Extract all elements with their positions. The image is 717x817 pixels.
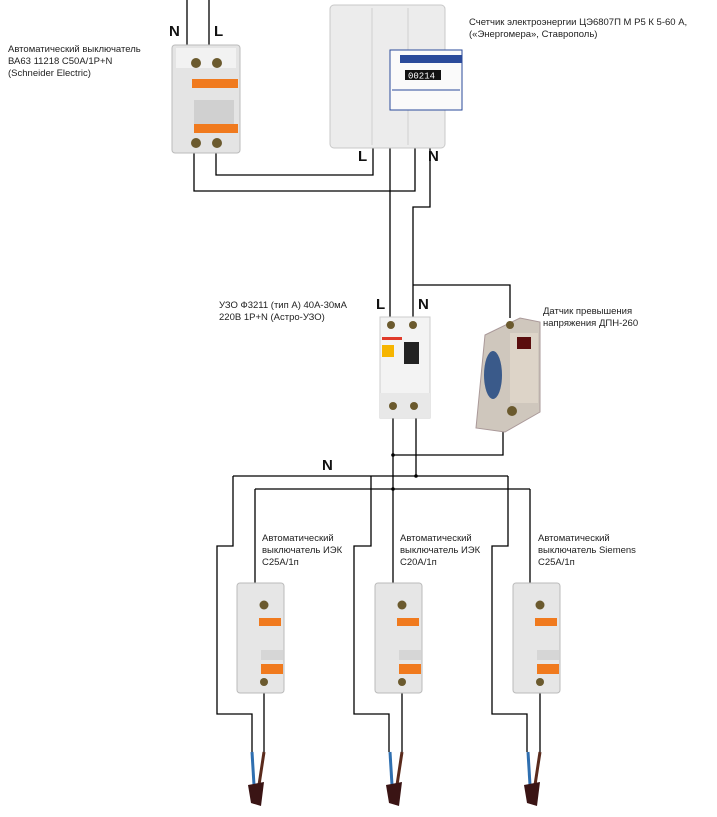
- terminal-screw-icon: [260, 678, 268, 686]
- wires: [186, 0, 541, 752]
- label-line: С25А/1п: [262, 557, 299, 568]
- wire-n-branch-2: [353, 476, 390, 752]
- terminal-screw-icon: [398, 678, 406, 686]
- branch-breaker-2: [374, 582, 423, 694]
- breaker-label-plate: [535, 618, 557, 626]
- cable-blue-core: [250, 751, 256, 786]
- label-line: выключатель ИЭК: [262, 545, 343, 556]
- breaker-handle-icon: [537, 664, 559, 674]
- cable-brown-core: [257, 751, 266, 786]
- label-line: Автоматический: [400, 533, 472, 544]
- breaker-label-plate: [397, 618, 419, 626]
- label-line: Автоматический выключатель: [8, 44, 141, 55]
- label-line: УЗО Ф3211 (тип А) 40А-30мА: [219, 300, 348, 311]
- junction-dots: [391, 453, 418, 491]
- breaker-body: [374, 582, 423, 694]
- cable-icon: [524, 751, 542, 806]
- cable-brown-core: [533, 751, 542, 786]
- label-line: напряжения ДПН-260: [543, 318, 639, 329]
- main-breaker-l-label: L: [214, 23, 224, 40]
- label-line: Счетчик электроэнергии ЦЭ6807П М Р5 К 5-…: [469, 17, 688, 28]
- branch-breakers: [236, 582, 561, 806]
- rcd-l-label: L: [376, 296, 386, 313]
- terminal-screw-icon: [259, 600, 269, 610]
- label-line: Датчик превышения: [543, 306, 633, 317]
- breaker-handle-icon: [261, 664, 283, 674]
- cable-sheath: [248, 782, 264, 806]
- wire-breaker-n-to-meter: [193, 145, 416, 192]
- branch-breaker-3-label: Автоматический выключатель Siemens С25А/…: [538, 533, 636, 569]
- wire-n-to-sensor: [413, 284, 511, 318]
- label-line: С25А/1п: [538, 557, 575, 568]
- meter-n-label: N: [428, 148, 439, 165]
- cable-icon: [386, 751, 404, 806]
- label-line: ВА63 11218 С50А/1Р+N: [8, 56, 113, 67]
- wire-sensor-return: [393, 430, 504, 456]
- label-line: С20А/1п: [400, 557, 437, 568]
- breaker-window: [261, 650, 283, 660]
- breaker-handle-icon: [194, 124, 238, 133]
- cable-brown-core: [395, 751, 404, 786]
- breaker-body: [512, 582, 561, 694]
- rcd-test-button-icon: [382, 345, 394, 357]
- main-breaker-device: [171, 44, 241, 154]
- wire-meter-n-to-rcd: [412, 145, 431, 318]
- terminal-screw-icon: [535, 600, 545, 610]
- rcd-device: [379, 316, 431, 419]
- branch-breaker-1-label: Автоматический выключатель ИЭК С25А/1п: [262, 533, 342, 569]
- rcd-label: УЗО Ф3211 (тип А) 40А-30мА 220В 1Р+N (Ас…: [219, 300, 347, 324]
- wire-breaker-outputs: [263, 693, 541, 752]
- breaker-window: [537, 650, 559, 660]
- branch-breaker-2-label: Автоматический выключатель ИЭК С20А/1п: [400, 533, 480, 569]
- label-line: 220В 1Р+N (Астро-УЗО): [219, 312, 325, 323]
- breaker-handle-icon: [399, 664, 421, 674]
- rcd-n-label: N: [418, 296, 429, 313]
- main-breaker-n-label: N: [169, 23, 180, 40]
- branch-breaker-1: [236, 582, 285, 694]
- rcd-handle-icon: [404, 342, 419, 364]
- label-line: («Энергомера», Ставрополь): [469, 29, 598, 40]
- wire-breaker-l-to-meter: [215, 145, 374, 176]
- meter-label: Счетчик электроэнергии ЦЭ6807П М Р5 К 5-…: [469, 17, 687, 41]
- terminal-screw-icon: [397, 600, 407, 610]
- terminal-screw-icon: [536, 678, 544, 686]
- cable-sheath: [386, 782, 402, 806]
- wire-n-branch-3: [491, 476, 528, 752]
- wire-n-branch-1: [216, 476, 253, 752]
- supply-wires: [186, 0, 210, 48]
- indicator-led-icon: [517, 337, 531, 349]
- breaker-window: [399, 650, 421, 660]
- meter-reading: 00214: [408, 72, 435, 82]
- label-line: Автоматический: [262, 533, 334, 544]
- cable-sheath: [524, 782, 540, 806]
- main-breaker-label: Автоматический выключатель ВА63 11218 С5…: [8, 44, 141, 80]
- label-line: Автоматический: [538, 533, 610, 544]
- cable-blue-core: [526, 751, 532, 786]
- cable-blue-core: [388, 751, 394, 786]
- neutral-bus-label: N: [322, 457, 333, 474]
- label-line: выключатель Siemens: [538, 545, 636, 556]
- meter-l-label: L: [358, 148, 368, 165]
- electricity-meter-device: 00214: [329, 4, 463, 149]
- cable-icon: [248, 751, 266, 806]
- breaker-body: [236, 582, 285, 694]
- voltage-sensor-device: [475, 317, 541, 433]
- label-line: (Schneider Electric): [8, 68, 91, 79]
- label-line: выключатель ИЭК: [400, 545, 481, 556]
- breaker-label-plate: [259, 618, 281, 626]
- branch-breaker-3: [512, 582, 561, 694]
- voltage-sensor-label: Датчик превышения напряжения ДПН-260: [543, 306, 638, 330]
